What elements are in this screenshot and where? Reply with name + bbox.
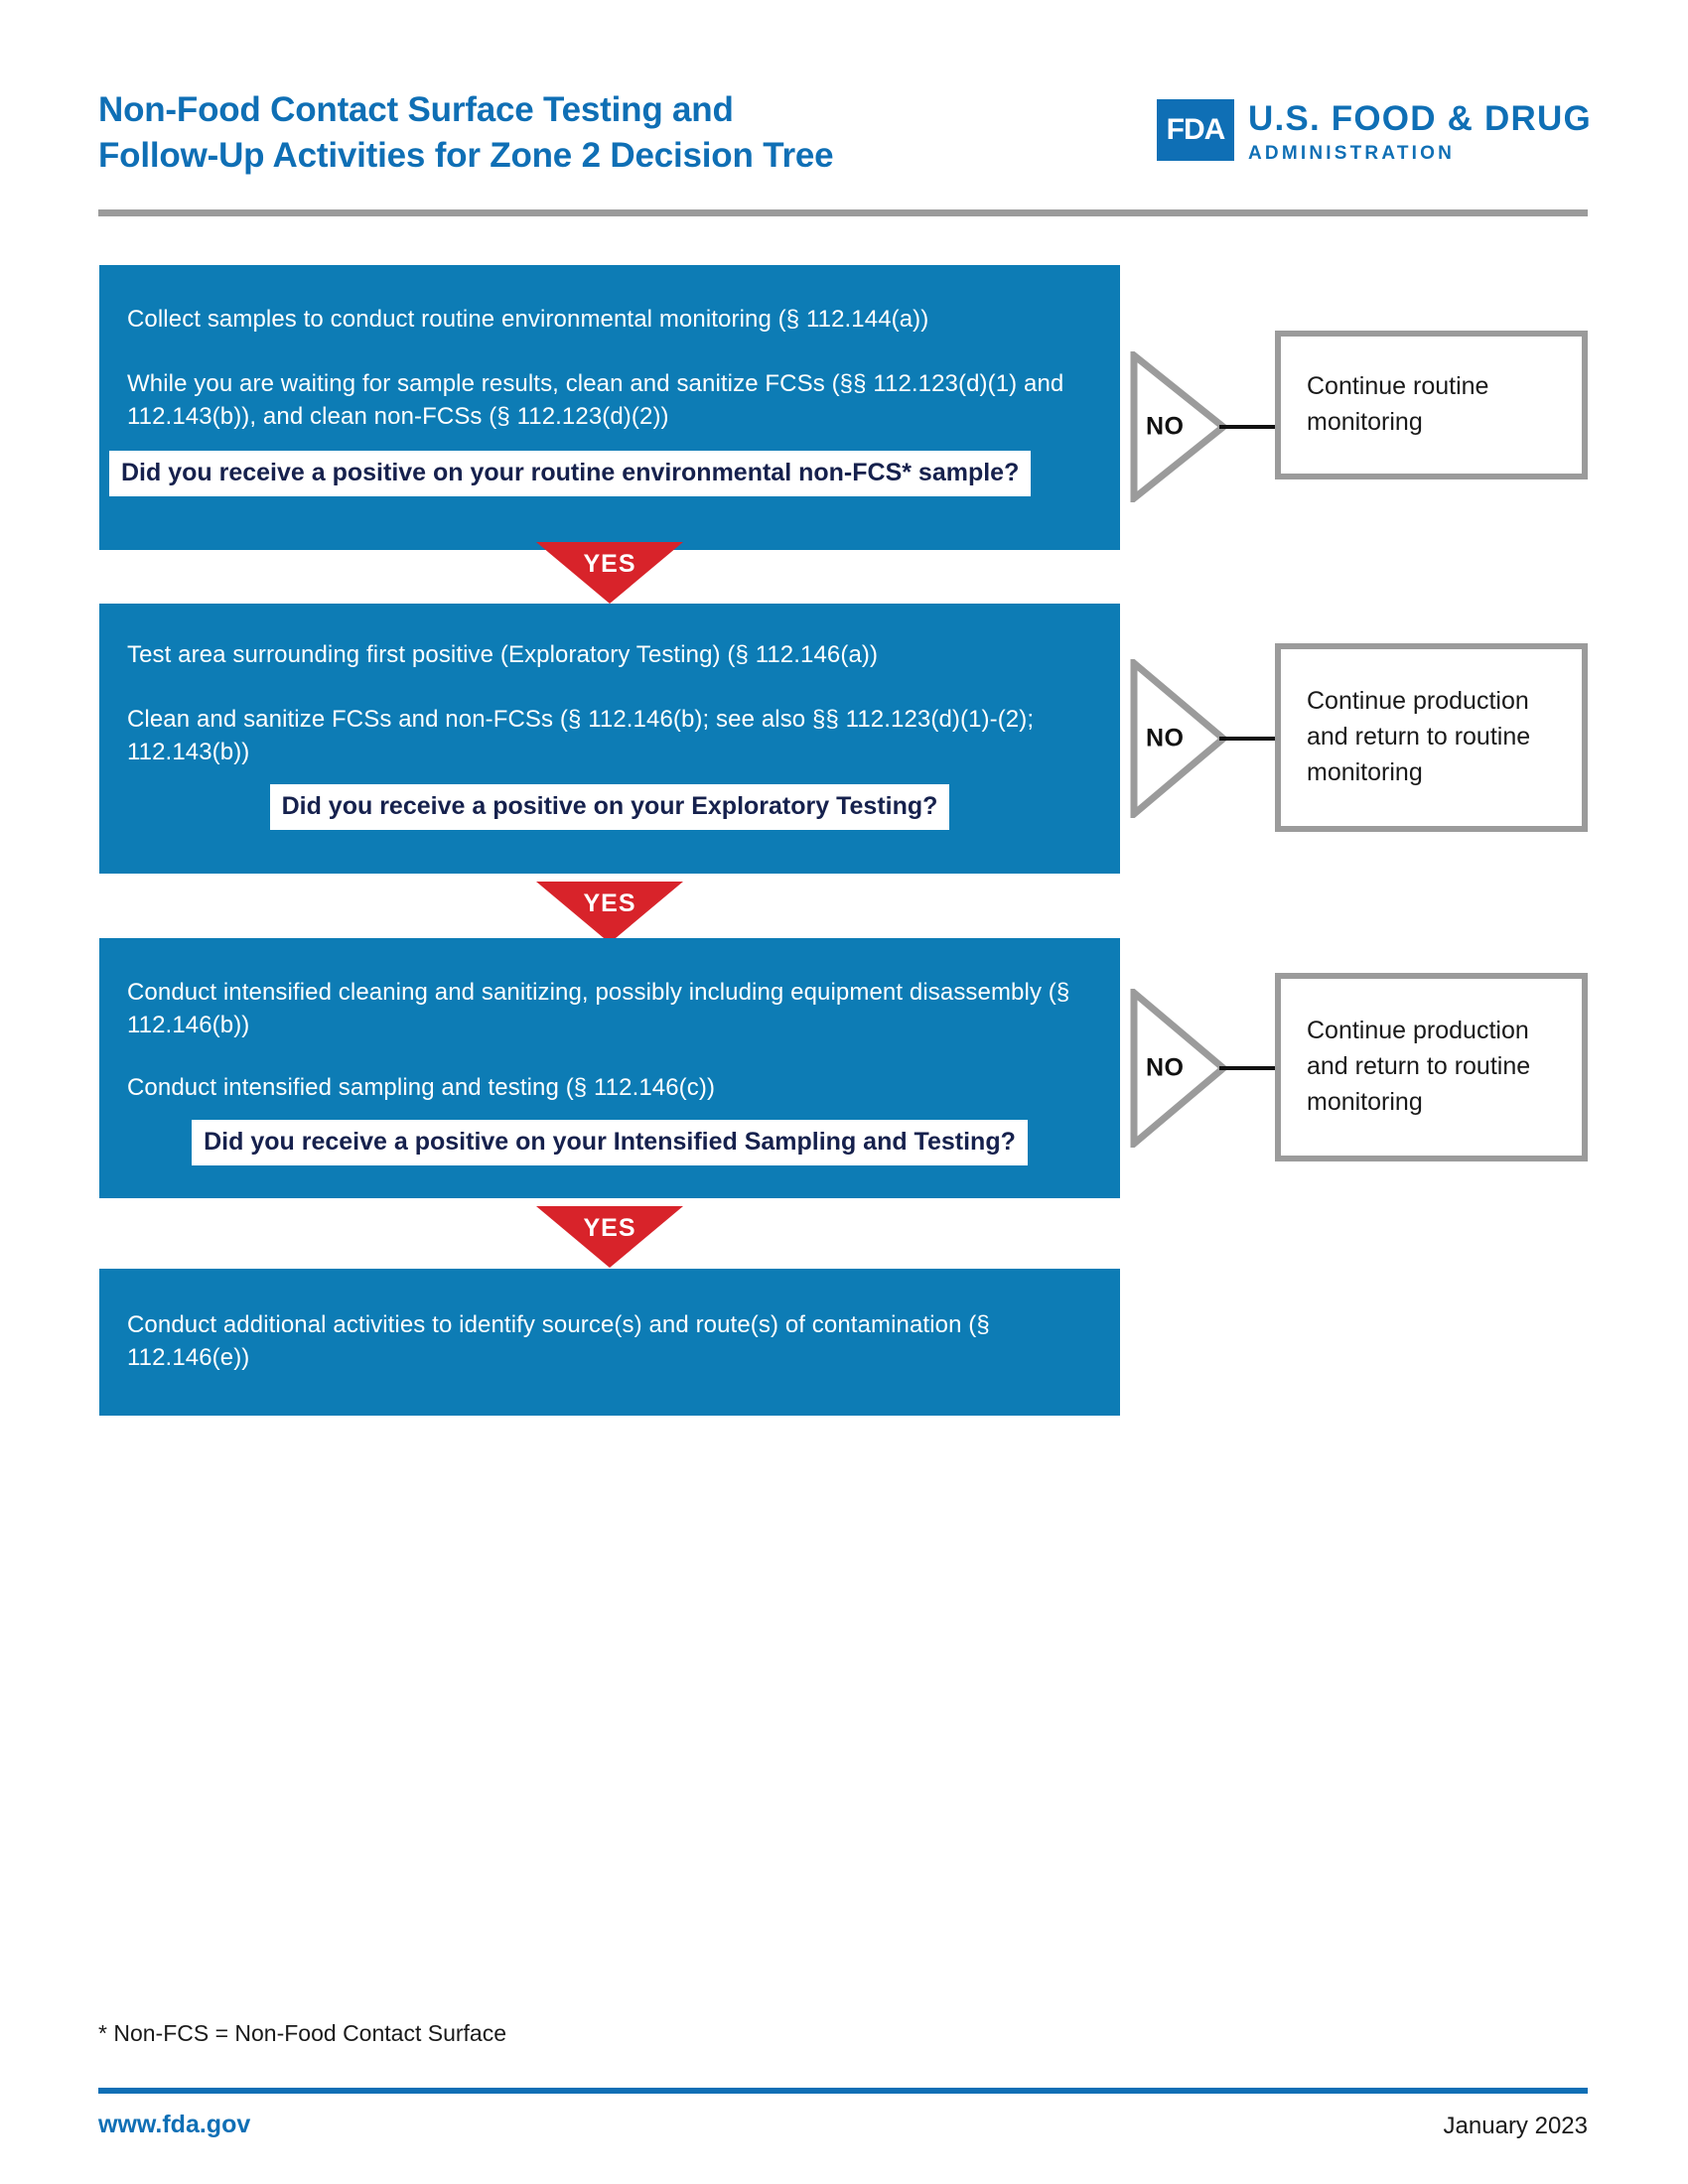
fda-logo-wordmark: U.S. FOOD & DRUG ADMINISTRATION xyxy=(1248,99,1592,163)
flow-step-1-line-1: Collect samples to conduct routine envir… xyxy=(127,306,929,333)
page-title-line-2: Follow-Up Activities for Zone 2 Decision… xyxy=(98,136,834,176)
flow-step-4-line-1: Conduct additional activities to identif… xyxy=(127,1311,990,1372)
flow-step-2-body: Test area surrounding first positive (Ex… xyxy=(99,604,1120,768)
flow-step-2-connector xyxy=(1219,737,1277,741)
flow-step-2-yes-label: YES xyxy=(583,889,636,917)
flow-step-1-line-2: While you are waiting for sample results… xyxy=(127,370,1064,431)
yes-triangle-icon xyxy=(536,1206,683,1268)
flow-step-3-box: Conduct intensified cleaning and sanitiz… xyxy=(99,938,1120,1198)
flow-step-3-result-box: Continue production and return to routin… xyxy=(1275,973,1588,1161)
flow-step-3-no-label: NO xyxy=(1146,1053,1185,1082)
footer-date: January 2023 xyxy=(1443,2113,1588,2139)
flow-step-3-no-branch: NO xyxy=(1130,989,1227,1148)
no-triangle-icon xyxy=(1130,989,1227,1148)
header-divider xyxy=(98,209,1588,216)
fda-logo-line-1: U.S. FOOD & DRUG xyxy=(1248,99,1592,138)
flow-step-1-result-box: Continue routine monitoring xyxy=(1275,331,1588,479)
flow-step-3-yes-branch: YES xyxy=(536,1206,683,1268)
footnote: * Non-FCS = Non-Food Contact Surface xyxy=(98,2020,506,2046)
footer-divider xyxy=(98,2088,1588,2094)
flow-step-3-line-2: Conduct intensified sampling and testing… xyxy=(127,1074,716,1102)
page-title-line-1: Non-Food Contact Surface Testing and xyxy=(98,90,734,129)
flow-step-2-no-branch: NO xyxy=(1130,659,1227,818)
flow-step-2-box: Test area surrounding first positive (Ex… xyxy=(99,604,1120,874)
flow-step-3-result-text: Continue production and return to routin… xyxy=(1307,1017,1531,1116)
flow-step-3-body: Conduct intensified cleaning and sanitiz… xyxy=(99,938,1120,1104)
flow-step-1-question: Did you receive a positive on your routi… xyxy=(109,451,1032,496)
flow-step-2-line-2: Clean and sanitize FCSs and non-FCSs (§ … xyxy=(127,706,1035,766)
flow-step-3-connector xyxy=(1219,1066,1277,1070)
flow-step-1-result-text: Continue routine monitoring xyxy=(1307,372,1489,436)
flow-step-1-no-branch: NO xyxy=(1130,351,1227,502)
flow-step-1-yes-branch: YES xyxy=(536,542,683,604)
flow-step-2-line-1: Test area surrounding first positive (Ex… xyxy=(127,641,879,668)
flow-step-3-yes-label: YES xyxy=(583,1214,636,1242)
no-triangle-icon xyxy=(1130,351,1227,502)
flow-step-2-result-text: Continue production and return to routin… xyxy=(1307,687,1531,786)
flow-step-3-question: Did you receive a positive on your Inten… xyxy=(192,1120,1028,1165)
flow-step-2-question-wrap: Did you receive a positive on your Explo… xyxy=(99,784,1120,830)
flow-step-3-question-wrap: Did you receive a positive on your Inten… xyxy=(99,1120,1120,1165)
flow-step-4-body: Conduct additional activities to identif… xyxy=(99,1269,1120,1374)
fda-logo-line-2: ADMINISTRATION xyxy=(1248,143,1456,164)
flow-step-1-question-wrap: Did you receive a positive on your routi… xyxy=(99,451,1120,496)
flow-step-4-box: Conduct additional activities to identif… xyxy=(99,1269,1120,1416)
footer-url-link[interactable]: www.fda.gov xyxy=(98,2111,251,2138)
fda-logo: FDA U.S. FOOD & DRUG ADMINISTRATION xyxy=(1157,99,1592,163)
flow-step-1-connector xyxy=(1219,425,1277,429)
flow-step-1-yes-label: YES xyxy=(583,550,636,578)
yes-triangle-icon xyxy=(536,882,683,943)
fda-logo-mark-icon: FDA xyxy=(1157,99,1234,161)
no-triangle-icon xyxy=(1130,659,1227,818)
flow-step-3-line-1: Conduct intensified cleaning and sanitiz… xyxy=(127,979,1070,1039)
flow-step-2-no-label: NO xyxy=(1146,724,1185,752)
page-title: Non-Food Contact Surface Testing and Fol… xyxy=(98,87,1071,179)
flow-step-2-result-box: Continue production and return to routin… xyxy=(1275,643,1588,832)
flow-step-1-body: Collect samples to conduct routine envir… xyxy=(99,265,1120,433)
flow-step-2-question: Did you receive a positive on your Explo… xyxy=(269,784,950,830)
flow-step-2-yes-branch: YES xyxy=(536,882,683,943)
yes-triangle-icon xyxy=(536,542,683,604)
flow-step-1-no-label: NO xyxy=(1146,412,1185,441)
flow-step-1-box: Collect samples to conduct routine envir… xyxy=(99,265,1120,550)
